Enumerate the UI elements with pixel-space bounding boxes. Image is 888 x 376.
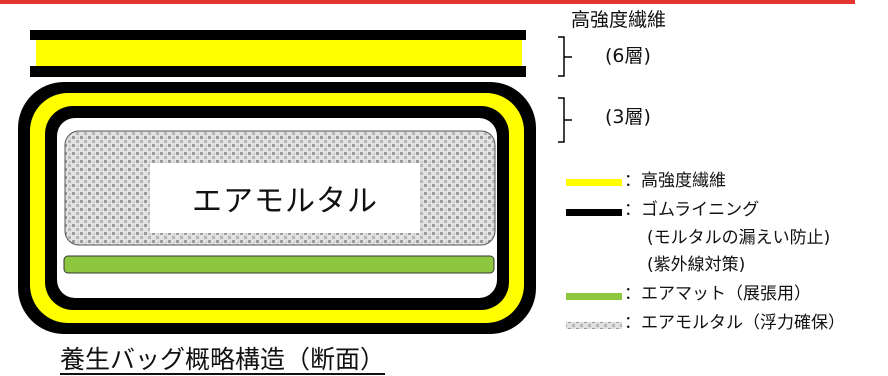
top-red-rule (0, 0, 855, 4)
legend-item-rubber-note-2: (紫外線対策) (647, 255, 746, 275)
label-6-layers: (6層) (605, 45, 651, 67)
legend-item-rubber: ：ゴムライニング (624, 200, 760, 220)
top-fiber-layer-yellow (36, 40, 522, 66)
legend-item-rubber-note-1: (モルタルの漏えい防止) (647, 228, 831, 248)
top-fiber-layer-black-bottom (30, 66, 526, 77)
bracket-3-layers (558, 97, 572, 143)
label-fiber-top: 高強度繊維 (571, 9, 667, 31)
core-label: エアモルタル (150, 163, 420, 233)
legend-swatch-green (566, 293, 622, 300)
legend-swatch-yellow (566, 179, 622, 186)
label-3-layers: (3層) (605, 106, 651, 128)
bracket-6-layers (558, 36, 572, 77)
diagram-title: 養生バッグ概略構造（断面） (60, 345, 386, 374)
legend-item-fiber: ：高強度繊維 (624, 171, 726, 191)
legend-swatch-black (566, 209, 622, 216)
air-mat (63, 255, 495, 274)
legend-item-air-mortar: ：エアモルタル（浮力確保） (624, 313, 845, 333)
top-fiber-layer-black-top (30, 30, 526, 40)
legend-item-air-mat: ：エアマット（展張用） (624, 284, 811, 304)
legend-swatch-dots (566, 322, 622, 329)
